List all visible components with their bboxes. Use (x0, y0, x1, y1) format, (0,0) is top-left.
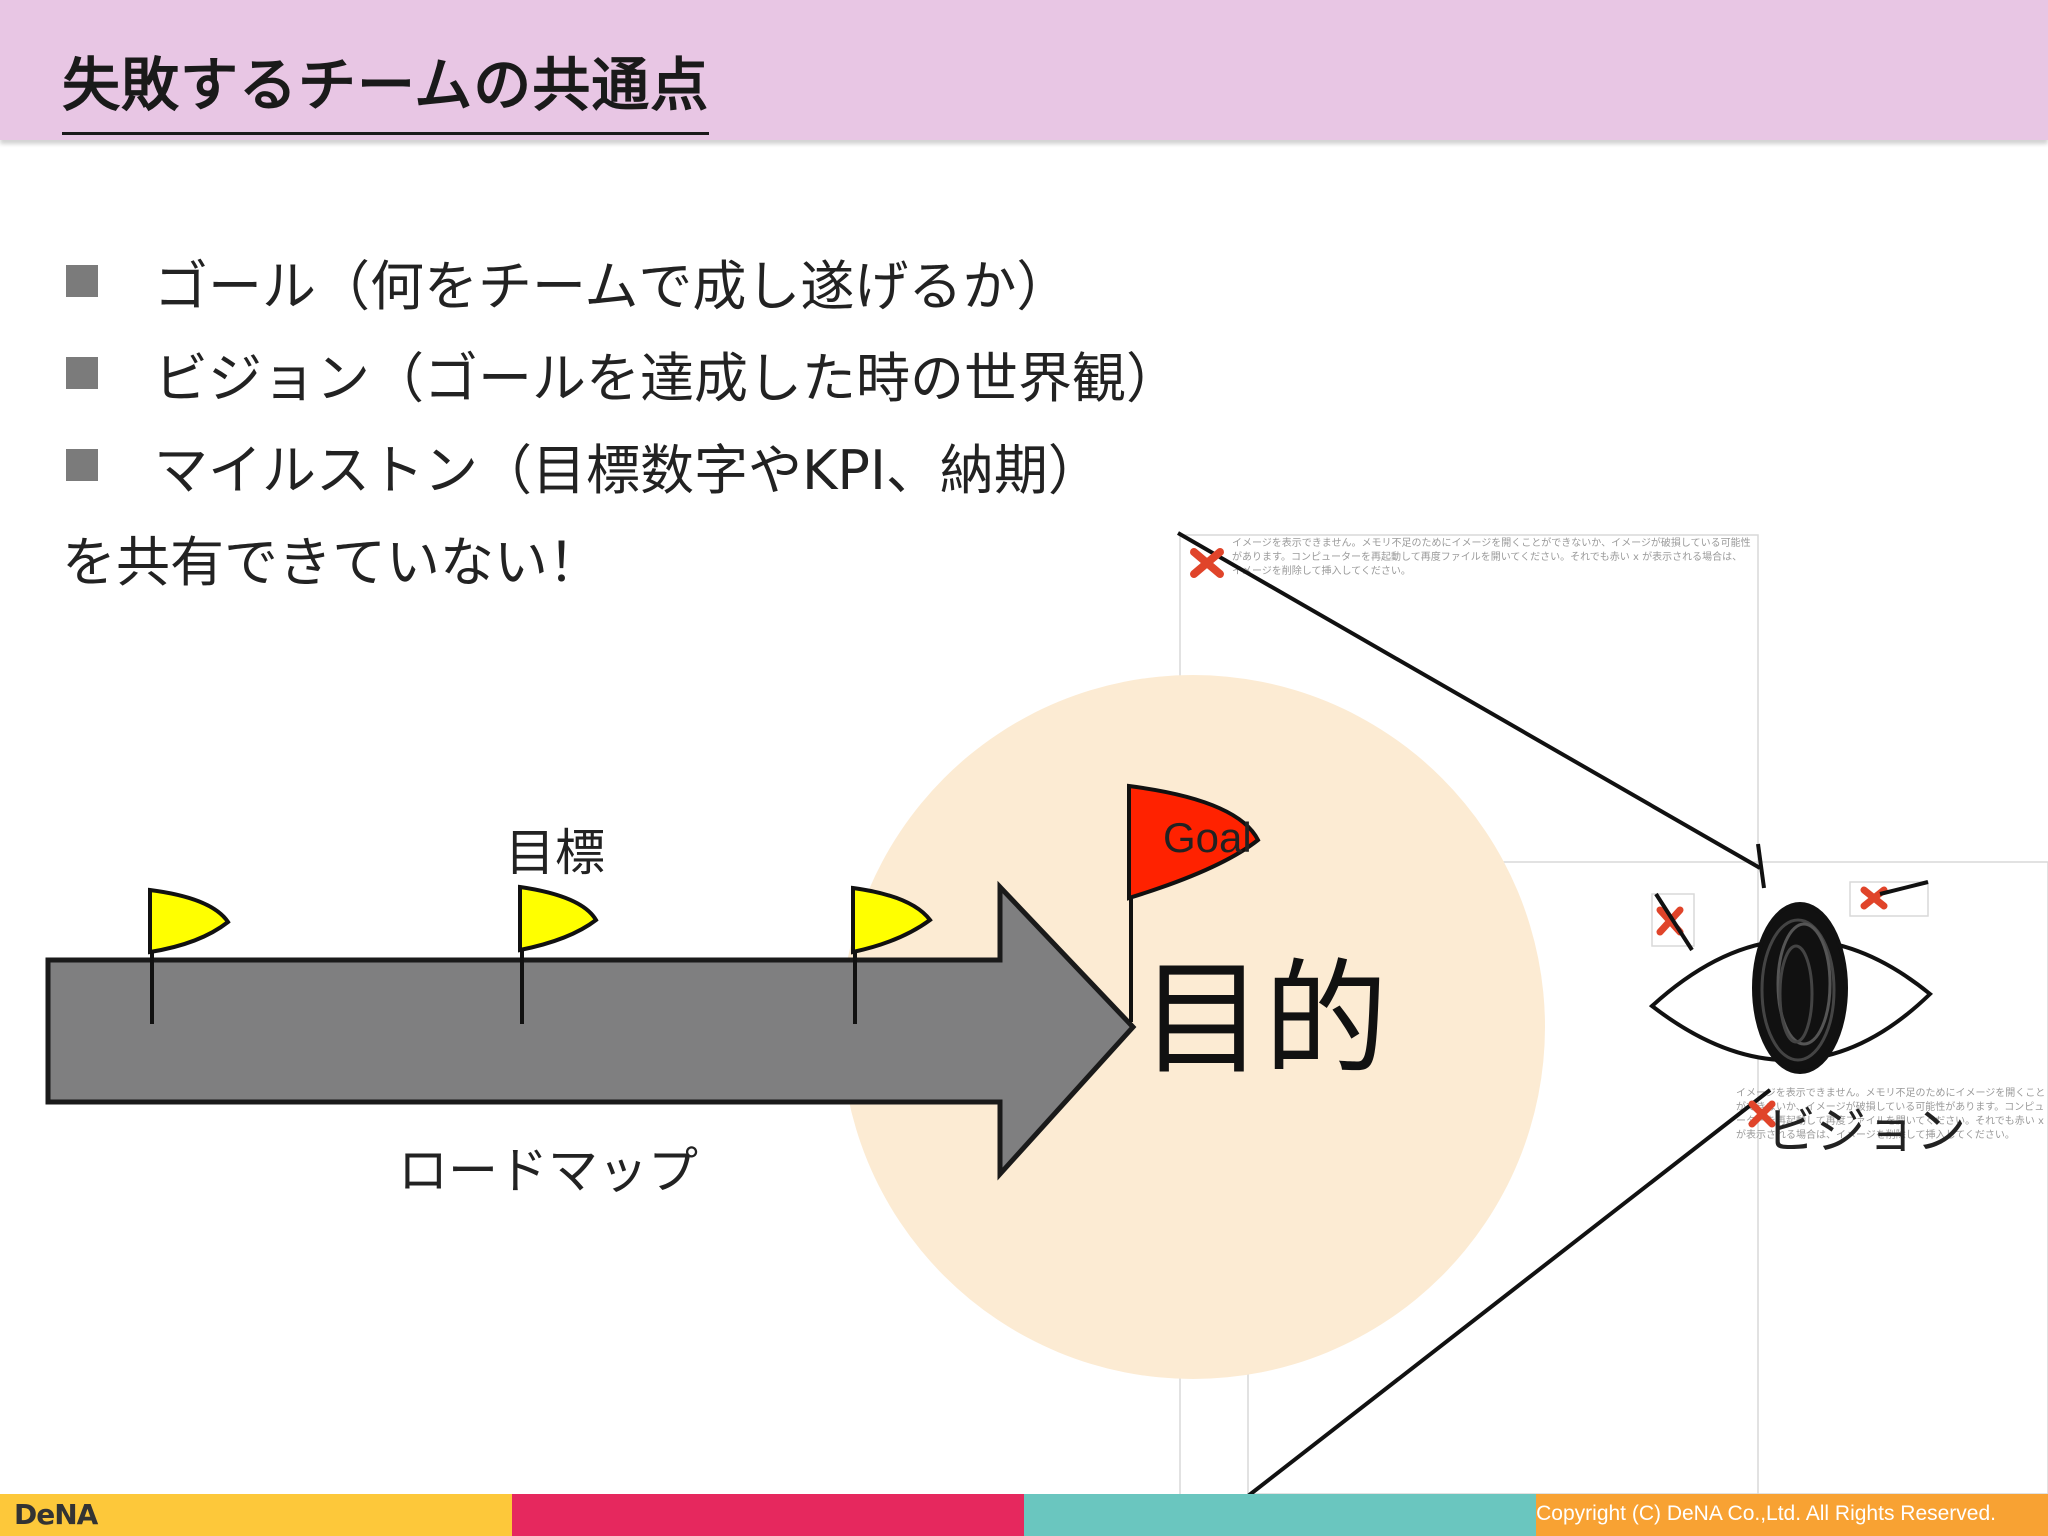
bullet-text-goal: ゴール（何をチームで成し遂げるか） (154, 254, 1071, 318)
conclusion-text: を共有できていない！ (62, 531, 602, 594)
milestone-flag (851, 885, 933, 1024)
copyright-text: Copyright (C) DeNA Co.,Ltd. All Rights R… (1536, 1502, 1996, 1525)
missing-image-message: イメージを表示できません。メモリ不足のためにイメージを開くことができないか、イメ… (1736, 1088, 2046, 1141)
missing-image-message: イメージを表示できません。メモリ不足のためにイメージを開くことができないか、イメ… (1232, 538, 1751, 577)
footer-color-band (512, 1494, 1024, 1536)
roadmap-arrow (45, 880, 1137, 1181)
bullet-item: ビジョン（ゴールを達成した時の世界観） (66, 327, 1180, 419)
footer-color-band (1024, 1494, 1536, 1536)
missing-image-text-1: イメージを表示できません。メモリ不足のためにイメージを開くことができないか、イメ… (1232, 538, 1751, 577)
goal-flag: Goal (1127, 783, 1261, 1022)
missing-image-frame (1651, 893, 1695, 947)
page-title: 失敗するチームの共通点 (62, 38, 710, 135)
bullet-square-icon (66, 449, 98, 481)
missing-image-x-icon (1190, 548, 1224, 578)
eye-pupil (1752, 902, 1848, 1074)
milestone-flag (518, 884, 599, 1024)
perspective-line-top (1177, 531, 1761, 870)
milestone-label: 目標 (505, 824, 605, 882)
perspective-line-bottom (1246, 1088, 1772, 1498)
bullet-text-vision: ビジョン（ゴールを達成した時の世界観） (154, 346, 1180, 410)
purpose-circle (841, 675, 1545, 1379)
purpose-label: 目的 (1140, 948, 1388, 1092)
footer-bar: DeNA Copyright (C) DeNA Co.,Ltd. All Rig… (0, 1494, 2048, 1536)
roadmap-label: ロードマップ (398, 1142, 698, 1200)
perspective-line-tick (1756, 843, 1766, 889)
bullet-list: ゴール（何をチームで成し遂げるか） ビジョン（ゴールを達成した時の世界観） マイ… (66, 235, 1180, 511)
bullet-text-milestone: マイルストン（目標数字やKPI、納期） (154, 438, 1102, 502)
title-bar: 失敗するチームの共通点 (0, 0, 2048, 140)
milestone-flag (148, 887, 231, 1024)
missing-image-x-icon (1748, 1100, 1776, 1128)
missing-image-text-2: イメージを表示できません。メモリ不足のためにイメージを開くことができないか、イメ… (1736, 1088, 2046, 1141)
vision-label: ビジョン (1766, 1102, 1966, 1160)
goal-flag-label: Goal (1163, 814, 1252, 861)
eye-icon (1648, 880, 1934, 1074)
missing-image-frame (1849, 881, 1929, 917)
dena-logo: DeNA (14, 1498, 98, 1531)
bullet-item: ゴール（何をチームで成し遂げるか） (66, 235, 1180, 327)
bullet-item: マイルストン（目標数字やKPI、納期） (66, 419, 1180, 511)
bullet-square-icon (66, 357, 98, 389)
bullet-square-icon (66, 265, 98, 297)
footer-color-band (0, 1494, 512, 1536)
footer-color-band (1536, 1494, 2048, 1536)
